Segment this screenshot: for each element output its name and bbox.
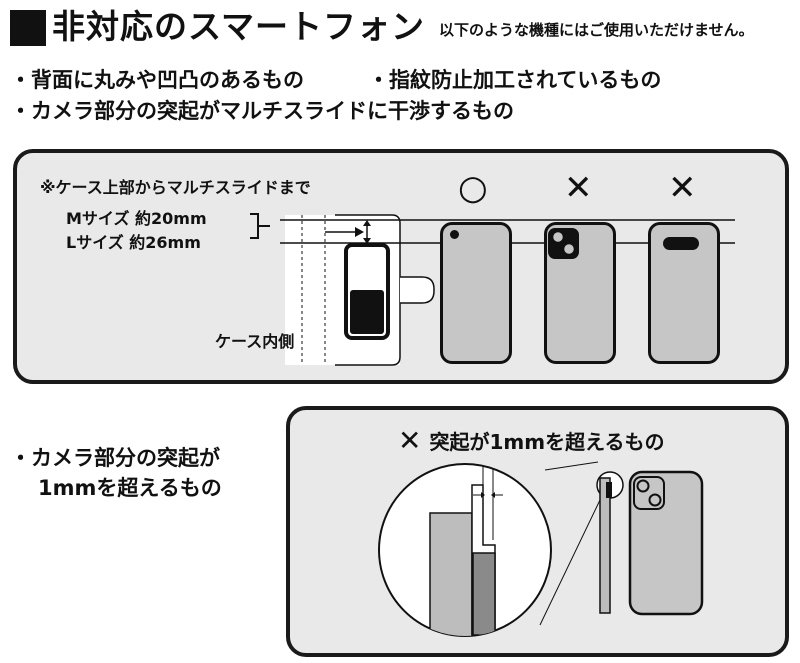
camera-bar-icon — [663, 237, 699, 250]
phone-ok — [440, 222, 512, 364]
camera-bump-title-text: 突起が1mmを超えるもの — [429, 430, 665, 454]
camera-bump-bullet-line1: ・カメラ部分の突起が — [10, 446, 220, 470]
title-note: 以下のような機種にはご使用いただけません。 — [439, 21, 754, 39]
ng-cross-icon: ✕ — [398, 424, 422, 457]
side-view-diagram — [539, 461, 704, 626]
size-m-label: Mサイズ 約20mm — [66, 209, 207, 228]
magnified-cross-section — [378, 463, 552, 637]
title-square-icon — [10, 10, 46, 46]
page-title: 非対応のスマートフォン — [52, 7, 426, 46]
page-header: 非対応のスマートフォン 以下のような機種にはご使用いただけません。 — [10, 6, 754, 48]
phone-camera-bump — [544, 222, 616, 364]
camera-dot-icon — [450, 230, 459, 239]
phone-wide-camera — [648, 222, 720, 364]
size-l-label: Lサイズ 約26mm — [66, 233, 201, 252]
bullet-camera-bump: ・カメラ部分の突起がマルチスライドに干渉するもの — [10, 99, 514, 123]
case-inside-label: ケース内側 — [215, 332, 295, 351]
bullet-fingerprint-coating: ・指紋防止加工されているもの — [368, 68, 662, 92]
bullet-rounded-back: ・背面に丸みや凹凸のあるもの — [10, 68, 304, 92]
ng-cross-icon: ✕ — [564, 168, 593, 208]
ng-cross-icon: ✕ — [668, 168, 697, 208]
case-diagram — [250, 213, 735, 366]
ok-circle-icon: ○ — [458, 168, 488, 208]
camera-bump-title: ✕ 突起が1mmを超えるもの — [398, 424, 664, 457]
distance-note: ※ケース上部からマルチスライドまで — [40, 178, 311, 197]
camera-bump-icon — [548, 228, 579, 259]
camera-bump-bullet-line2: 1mmを超えるもの — [38, 476, 222, 500]
